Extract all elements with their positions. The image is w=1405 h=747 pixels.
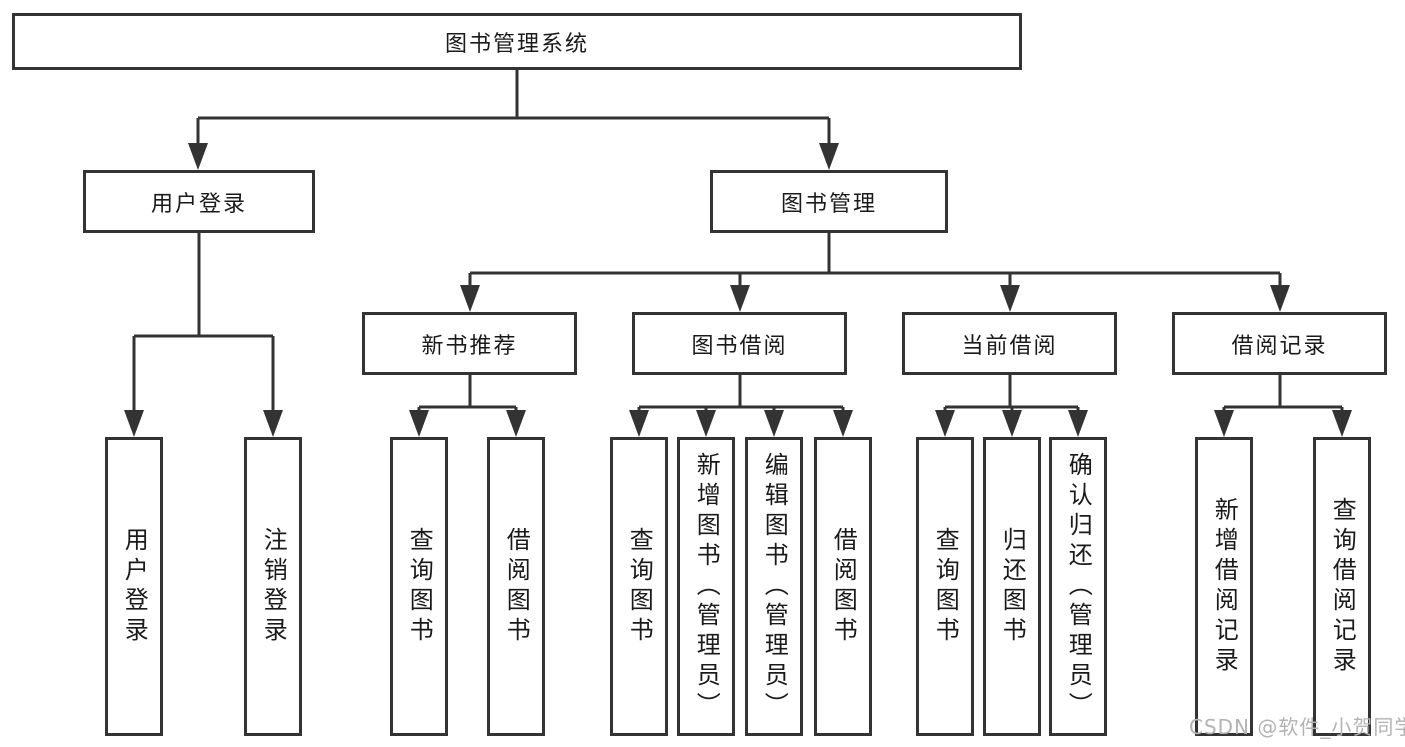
connector-borrow-record: [1222, 375, 1344, 413]
leaf-record-query-record: 查询借阅记录: [1313, 437, 1371, 736]
leaf-borrow-borrow-books: 借阅图书: [814, 437, 872, 736]
leaf-record-add-record-label: 新增借阅记录: [1210, 496, 1239, 677]
connector-root: [196, 68, 831, 145]
node-book-borrow: 图书借阅: [632, 312, 847, 375]
leaf-borrow-query-books: 查询图书: [610, 437, 668, 736]
leaf-newrec-query-books-label: 查询图书: [405, 526, 434, 647]
leaf-newrec-borrow-books-label: 借阅图书: [502, 526, 531, 647]
leaf-current-query-books-label: 查询图书: [931, 526, 960, 647]
leaf-current-return-books: 归还图书: [983, 437, 1041, 736]
connector-book-management: [468, 233, 1282, 288]
leaf-borrow-borrow-books-label: 借阅图书: [829, 526, 858, 647]
leaf-borrow-edit-books: 编辑图书（管理员）: [745, 437, 803, 736]
leaf-current-query-books: 查询图书: [916, 437, 974, 736]
leaf-current-confirm-return-label: 确认归还（管理员）: [1064, 451, 1093, 722]
leaf-newrec-query-books: 查询图书: [390, 437, 448, 736]
leaf-current-confirm-return: 确认归还（管理员）: [1049, 437, 1107, 736]
node-book-borrow-label: 图书借阅: [691, 333, 788, 359]
leaf-logout-label: 注销登录: [259, 526, 288, 647]
connector-book-borrow: [637, 375, 845, 413]
connector-current-borrow: [943, 375, 1080, 413]
node-borrow-record-label: 借阅记录: [1231, 333, 1328, 359]
leaf-user-login: 用户登录: [105, 437, 163, 736]
node-user-login-label: 用户登录: [150, 191, 247, 217]
leaf-borrow-add-books: 新增图书（管理员）: [677, 437, 735, 736]
csdn-watermark: CSDN @软件_小贺同学: [1189, 715, 1405, 739]
leaf-record-add-record: 新增借阅记录: [1195, 437, 1253, 736]
leaf-newrec-borrow-books: 借阅图书: [487, 437, 545, 736]
leaf-borrow-query-books-label: 查询图书: [625, 526, 654, 647]
node-book-management-label: 图书管理: [780, 191, 877, 217]
node-new-book-recommend: 新书推荐: [362, 312, 577, 375]
node-library-system: 图书管理系统: [12, 13, 1022, 70]
node-library-system-label: 图书管理系统: [444, 31, 589, 57]
leaf-current-return-books-label: 归还图书: [998, 526, 1027, 647]
leaf-user-login-label: 用户登录: [120, 526, 149, 647]
node-new-book-recommend-label: 新书推荐: [421, 333, 518, 359]
node-current-borrow: 当前借阅: [902, 312, 1117, 375]
node-borrow-record: 借阅记录: [1172, 312, 1387, 375]
leaf-logout: 注销登录: [244, 437, 302, 736]
leaf-record-query-record-label: 查询借阅记录: [1328, 496, 1357, 677]
leaf-borrow-edit-books-label: 编辑图书（管理员）: [760, 451, 789, 722]
leaf-borrow-add-books-label: 新增图书（管理员）: [692, 451, 721, 722]
arrowheads: [124, 143, 1352, 437]
connector-new-book-recommend: [417, 375, 518, 413]
connector-user-login: [132, 233, 275, 413]
node-user-login: 用户登录: [83, 170, 315, 233]
node-book-management: 图书管理: [710, 170, 948, 233]
node-current-borrow-label: 当前借阅: [961, 333, 1058, 359]
